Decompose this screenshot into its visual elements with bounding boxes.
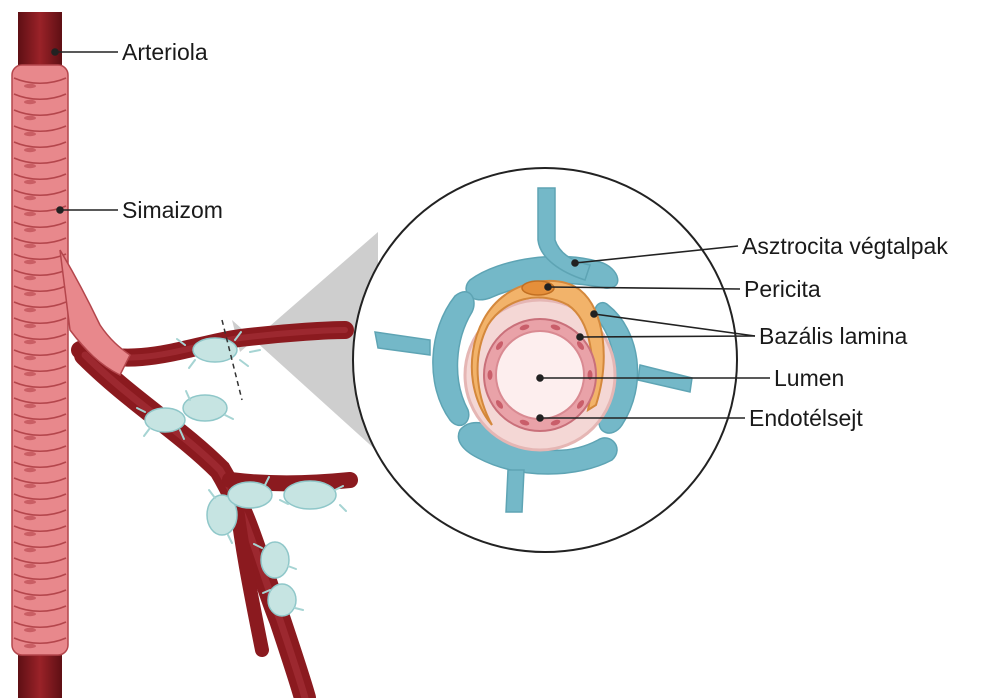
smooth-muscle-layer <box>12 65 68 655</box>
smooth-muscle-nucleus <box>24 356 36 360</box>
arteriole <box>12 12 130 698</box>
smooth-muscle-nucleus <box>24 436 36 440</box>
smooth-muscle-nucleus <box>24 388 36 392</box>
smooth-muscle-branch-wrap <box>60 250 130 375</box>
smooth-muscle-nucleus <box>24 612 36 616</box>
smooth-muscle-nucleus <box>24 500 36 504</box>
endothelial-nucleus <box>488 370 493 380</box>
smooth-muscle-nucleus <box>24 564 36 568</box>
label-pericita: Pericita <box>744 278 821 301</box>
smooth-muscle-nucleus <box>24 100 36 104</box>
smooth-muscle-nucleus <box>24 404 36 408</box>
label-arteriola: Arteriola <box>122 41 208 64</box>
smooth-muscle-nucleus <box>24 116 36 120</box>
label-asztrocita-vegtalpak: Asztrocita végtalpak <box>742 235 948 258</box>
smooth-muscle-nucleus <box>24 228 36 232</box>
label-endotelsejt: Endotélsejt <box>749 407 863 430</box>
smooth-muscle-nucleus <box>24 372 36 376</box>
smooth-muscle-nucleus <box>24 340 36 344</box>
smooth-muscle-nucleus <box>24 516 36 520</box>
smooth-muscle-nucleus <box>24 292 36 296</box>
smooth-muscle-nucleus <box>24 484 36 488</box>
smooth-muscle-nucleus <box>24 324 36 328</box>
smooth-muscle-nucleus <box>24 308 36 312</box>
smooth-muscle-nucleus <box>24 212 36 216</box>
smooth-muscle-nucleus <box>24 84 36 88</box>
smooth-muscle-nucleus <box>24 196 36 200</box>
smooth-muscle-nucleus <box>24 452 36 456</box>
smooth-muscle-nucleus <box>24 628 36 632</box>
smooth-muscle-nucleus <box>24 260 36 264</box>
smooth-muscle-nucleus <box>24 420 36 424</box>
label-bazalis-lamina: Bazális lamina <box>759 325 907 348</box>
smooth-muscle-nucleus <box>24 276 36 280</box>
smooth-muscle-nucleus <box>24 580 36 584</box>
smooth-muscle-nucleus <box>24 132 36 136</box>
smooth-muscle-nucleus <box>24 468 36 472</box>
smooth-muscle-nucleus <box>24 164 36 168</box>
smooth-muscle-nucleus <box>24 180 36 184</box>
smooth-muscle-nucleus <box>24 532 36 536</box>
smooth-muscle-nucleus <box>24 244 36 248</box>
smooth-muscle-nucleus <box>24 596 36 600</box>
label-lumen: Lumen <box>774 367 844 390</box>
smooth-muscle-nucleus <box>24 644 36 648</box>
label-simaizom: Simaizom <box>122 199 223 222</box>
smooth-muscle-nucleus <box>24 148 36 152</box>
smooth-muscle-nucleus <box>24 548 36 552</box>
